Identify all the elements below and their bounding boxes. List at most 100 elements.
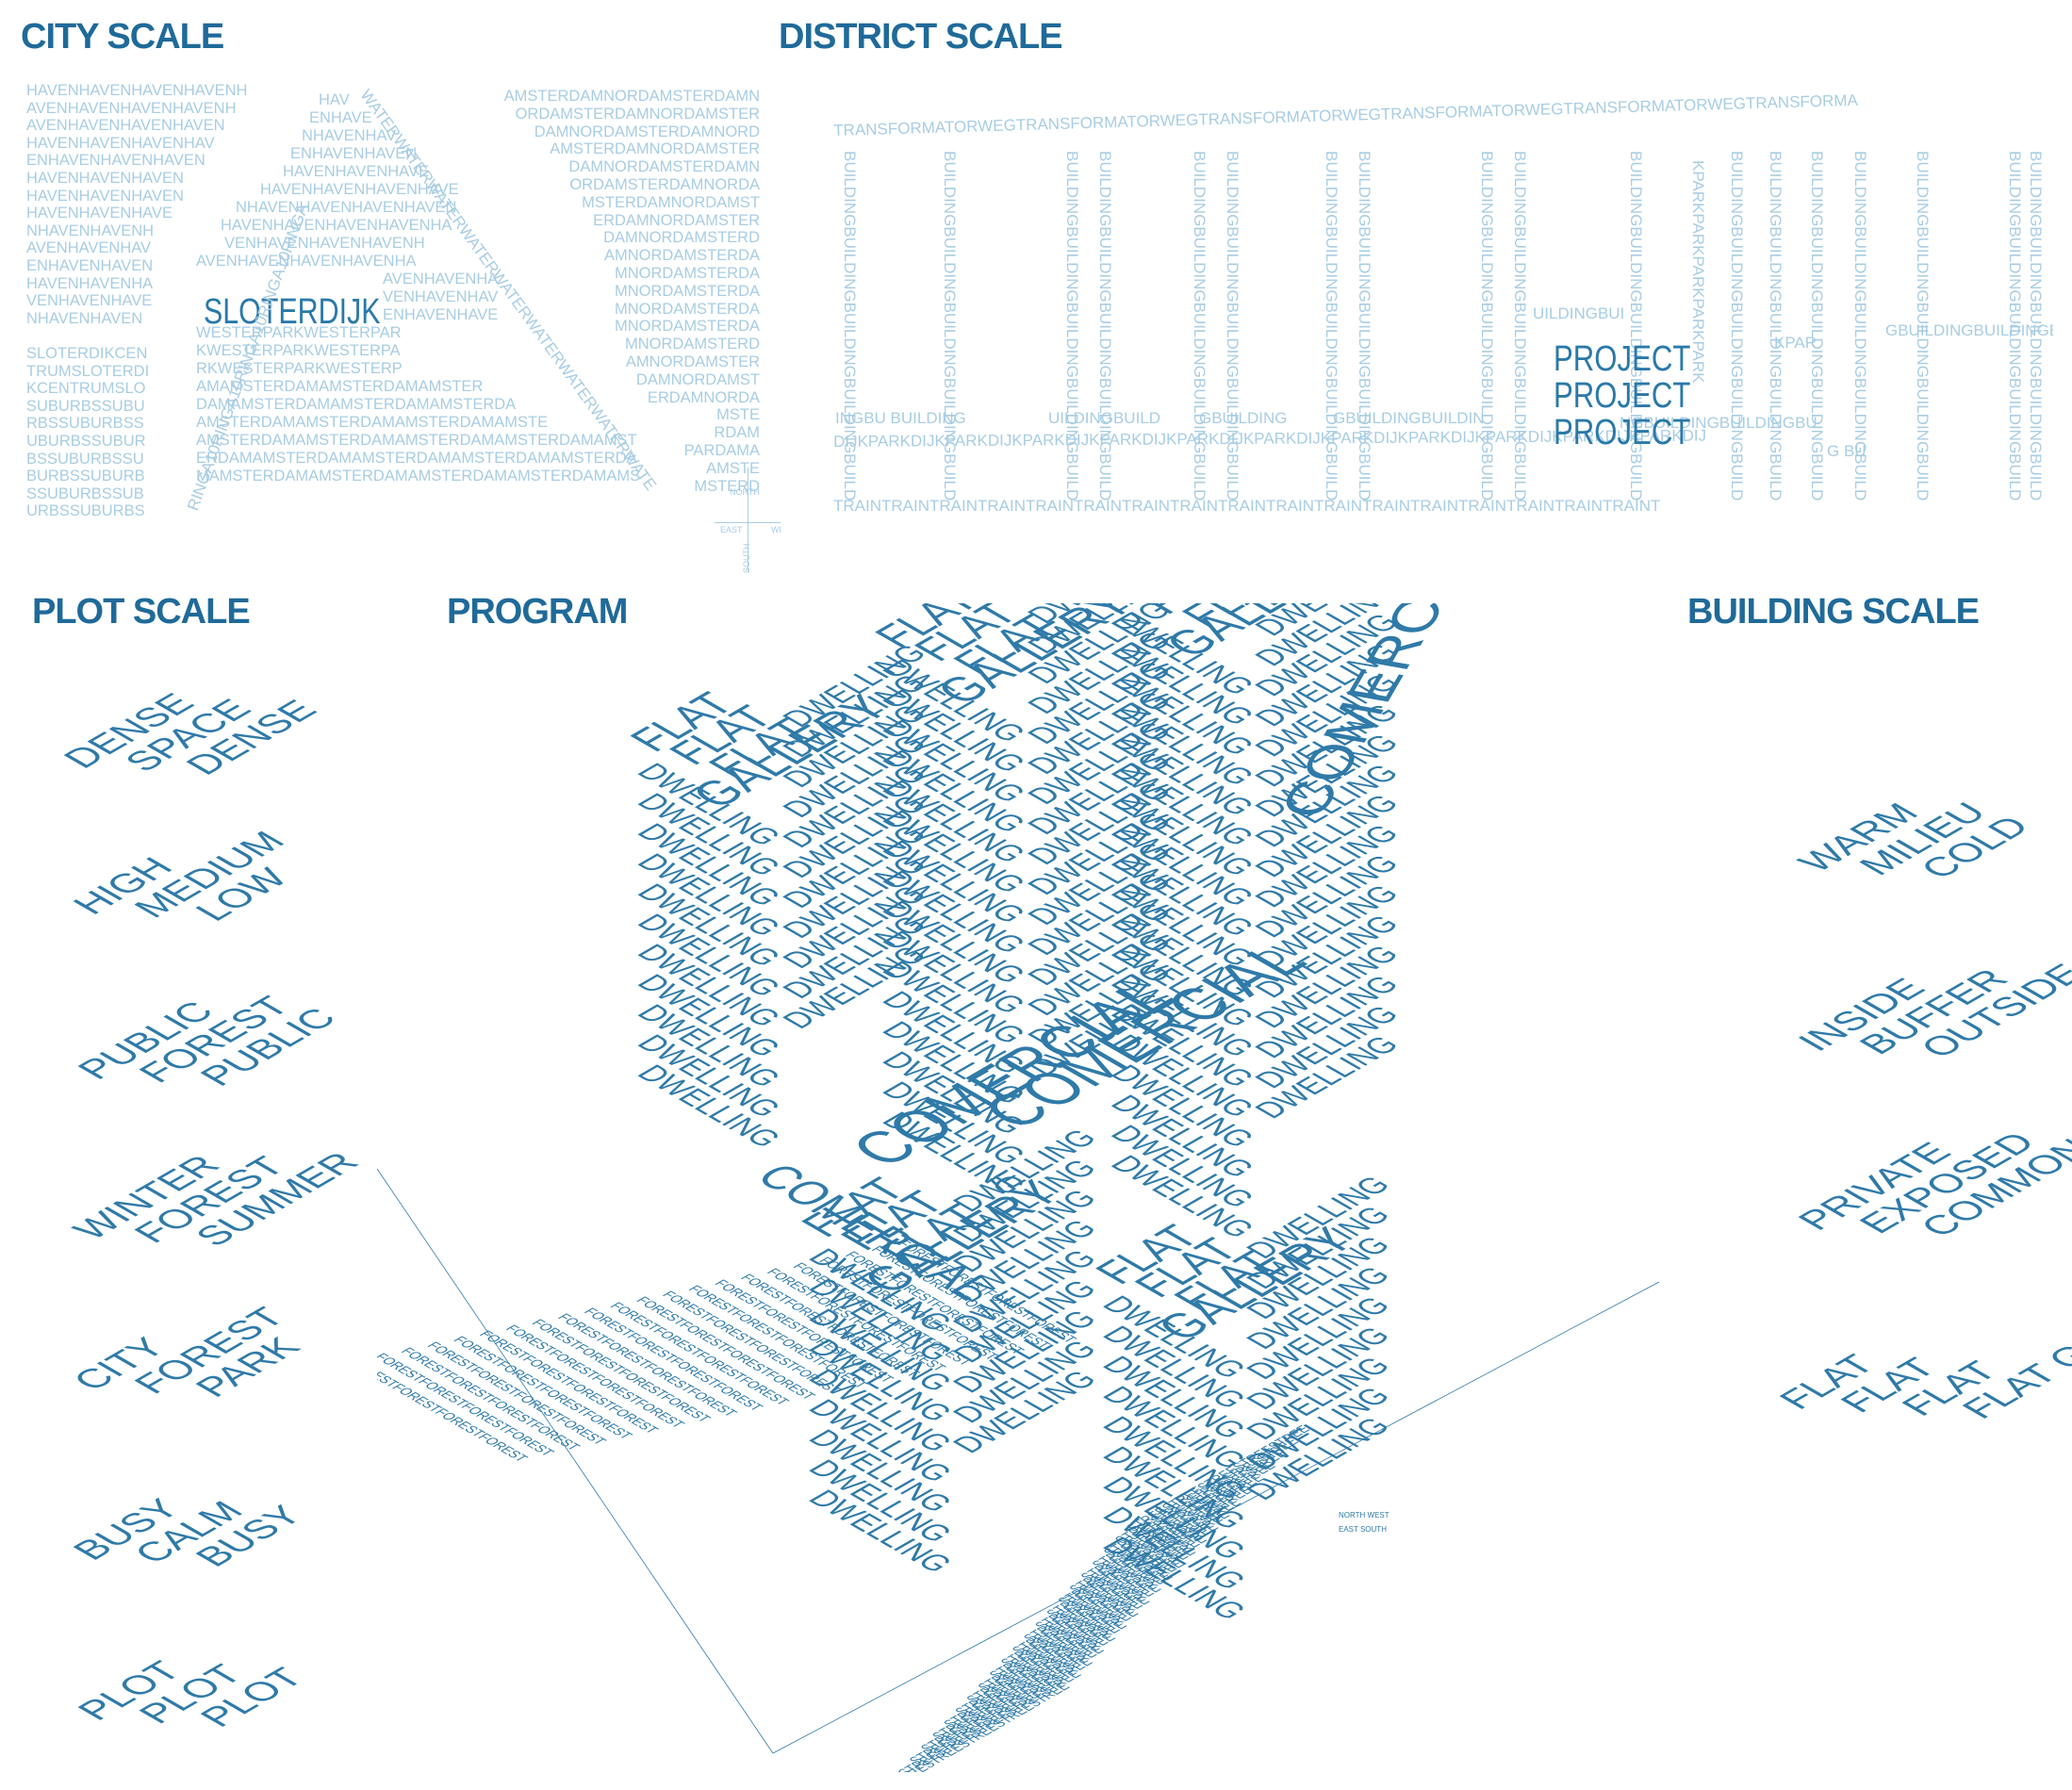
building-stroke: BUILDINGBUILDINGBUILDINGBUILDINGBUILD [1096,151,1114,501]
building-fragment: UILDINGBUI [1533,304,1625,322]
city-mid-row: AVENHAVENHA [383,271,499,287]
compass-label: EAST [720,525,743,534]
building-fragment: INGBU BUILDING [835,409,966,427]
city-right-row: DAMNORDAMSTERDAMNORD [534,123,760,140]
city-right-row: DAMNORDAMSTERDAMN [568,158,760,176]
ground-axis-line [377,1168,774,1754]
city-right-row: DAMNORDAMST [635,370,760,388]
city-right-row: AMNORDAMSTERDA [603,247,760,265]
city-row: HAVENHAVENHAVENHAVENH [26,83,248,99]
city-mid-row: NHAVENHAVENHAVENHAVEN [236,199,457,216]
city-right-row: RDAM [714,424,760,442]
city-row: BSSUBURBSSU [26,450,144,468]
city-row: ENHAVENHAVEN [26,257,154,274]
project-word: PROJECT [1554,375,1691,416]
city-mid-row: VENHAVENHAVENHAVENH [224,235,425,252]
building-stroke: BUILDINGBUILDINGBUILDINGBUILDINGBUILD [1728,151,1746,501]
city-row: HAVENHAVENHAVEN [26,170,184,187]
building-stroke: BUILDINGBUILDINGBUILDINGBUILDINGBUILD [1356,151,1373,501]
city-mid-row: AMAMSTERDAMAMSTERDAMAMSTER [196,378,484,395]
city-mid-row: AMSTERDAMAMSTERDAMAMSTERDAMAMSTE [196,414,549,431]
compass-axis [715,522,781,523]
city-mid-row: DAMAMSTERDAMAMSTERDAMAMSTERDA [196,396,517,413]
city-row: HAVENHAVENHAVE [26,205,173,222]
city-right-row: MNORDAMSTERDA [614,282,760,300]
city-right-row: MSTERDAMNORDAMST [582,193,760,211]
heading-program: PROGRAM [447,592,628,632]
city-row: UBURBSSUBUR [26,433,146,450]
city-right-row: MNORDAMSTERDA [614,300,760,318]
city-mid-row: ERDAMAMSTERDAMAMSTERDAMAMSTERDAMAMSTERDA [196,450,637,467]
city-row: SLOTERDIKCEN [26,345,148,362]
city-mid-row: HAVENHAVENHAVENHAVENHA [221,217,452,234]
sloterdijk-label: SLOTERDIJK [204,292,381,332]
city-row: HAVENHAVENHAVEN [26,187,184,205]
axis-label-north-west: NORTH WEST [1339,1511,1390,1519]
city-right-row: ERDAMNORDAMSTER [593,211,760,229]
city-right-row: MNORDAMSTERD [625,336,760,353]
building-fragment: KPAR [1774,334,1817,352]
city-mid-row: MAMSTERDAMAMSTERDAMAMSTERDAMAMSTERDAMAMS [196,468,641,484]
project-word: PROJECT [1554,339,1691,379]
building-stroke: BUILDINGBUILDINGBUILDINGBUILDINGBUILD [941,151,959,501]
city-row: NHAVENHAVEN [26,309,143,327]
city-row: NHAVENHAVENH [26,222,155,239]
city-right-row: PARDAMA [683,442,760,459]
building-fragment: GBUILDING [1199,409,1288,427]
city-mid-row: VENHAVENHAV [383,288,499,305]
heading-building-scale: BUILDING SCALE [1687,592,1980,632]
building-fragment: G BU [1827,442,1866,460]
city-right-row: ORDAMSTERDAMNORDAMSTER [515,105,760,123]
city-mid-row: AVENHAVENHAVENHAVENHA [196,253,417,270]
building-fragment: GBUILDINGBUILDIN [1333,409,1485,427]
city-mid-row: NHAVENHAV [302,127,397,144]
building-stroke: BUILDINGBUILDINGBUILDINGBUILDINGBUILD [841,151,859,501]
city-row: AVENHAVENHAVENHAVEN [26,117,225,135]
park-stroke: KPARKPARKPARKPARKPARK [1689,160,1707,384]
city-mid-row: ENHAVENHAVEN [290,145,418,162]
heading-city-scale: CITY SCALE [21,17,224,57]
city-row: HAVENHAVENHA [26,274,154,292]
building-fragment: GBUILDINGBUILDINGBUILDIN [1885,321,2053,339]
building-fragment: UILDINGBUILD [1048,409,1161,427]
city-row: ENHAVENHAVENHAVEN [26,152,206,170]
city-row: URBSSUBURBS [26,502,145,520]
city-right-row: ERDAMNORDA [647,388,760,406]
city-right-row: AMSTE [706,459,760,477]
city-mid-row: HAV [319,91,350,108]
city-right-row: DAMNORDAMSTERD [603,229,760,247]
city-right-row: MSTE [716,406,760,424]
building-stroke: BUILDINGBUILDINGBUILDINGBUILDINGBUILD [1323,151,1340,501]
project-word: PROJECT [1554,412,1691,452]
city-row: SSUBURBSSUB [26,484,144,502]
program-svg: FORESTFORESTFORESTFORESTFORESTFORESTFORE… [377,603,1660,1772]
city-mid-row: ENHAVENHAVE [383,306,499,323]
city-row: RBSSUBURBSS [26,415,144,433]
ground-axis-line [772,1281,1660,1754]
city-mid-row: WESTERPARKWESTERPAR [196,324,402,341]
city-right-row: AMNORDAMSTER [625,353,760,370]
city-right-row: MNORDAMSTERDA [614,265,760,282]
city-row: TRUMSLOTERDI [26,362,150,380]
city-row: SUBURBSSUBU [26,397,145,415]
city-row: AVENHAVENHAV [26,239,152,257]
compass-label: NORTH [730,487,760,497]
building-stroke: BUILDINGBUILDINGBUILDINGBUILDINGBUILD [1478,151,1496,501]
city-mid-row: ENHAVE [309,109,372,126]
city-mid-row: HAVENHAVENHAVENHAVE [260,181,459,198]
city-mid-row: RKWESTERPARKWESTERP [196,360,403,377]
building-stroke: BUILDINGBUILDINGBUILDINGBUILDINGBUILD [1224,151,1242,501]
district-scale-typemap: TRANSFORMATORWEGTRANSFORMATORWEGTRANSFOR… [828,75,2053,528]
building-fragment: NGBUILDINGBUILDINGBU [1620,414,1817,432]
city-right-row: MNORDAMSTERDA [614,318,760,336]
transformatorweg-line: TRANSFORMATORWEGTRANSFORMATORWEGTRANSFOR… [832,90,1859,140]
